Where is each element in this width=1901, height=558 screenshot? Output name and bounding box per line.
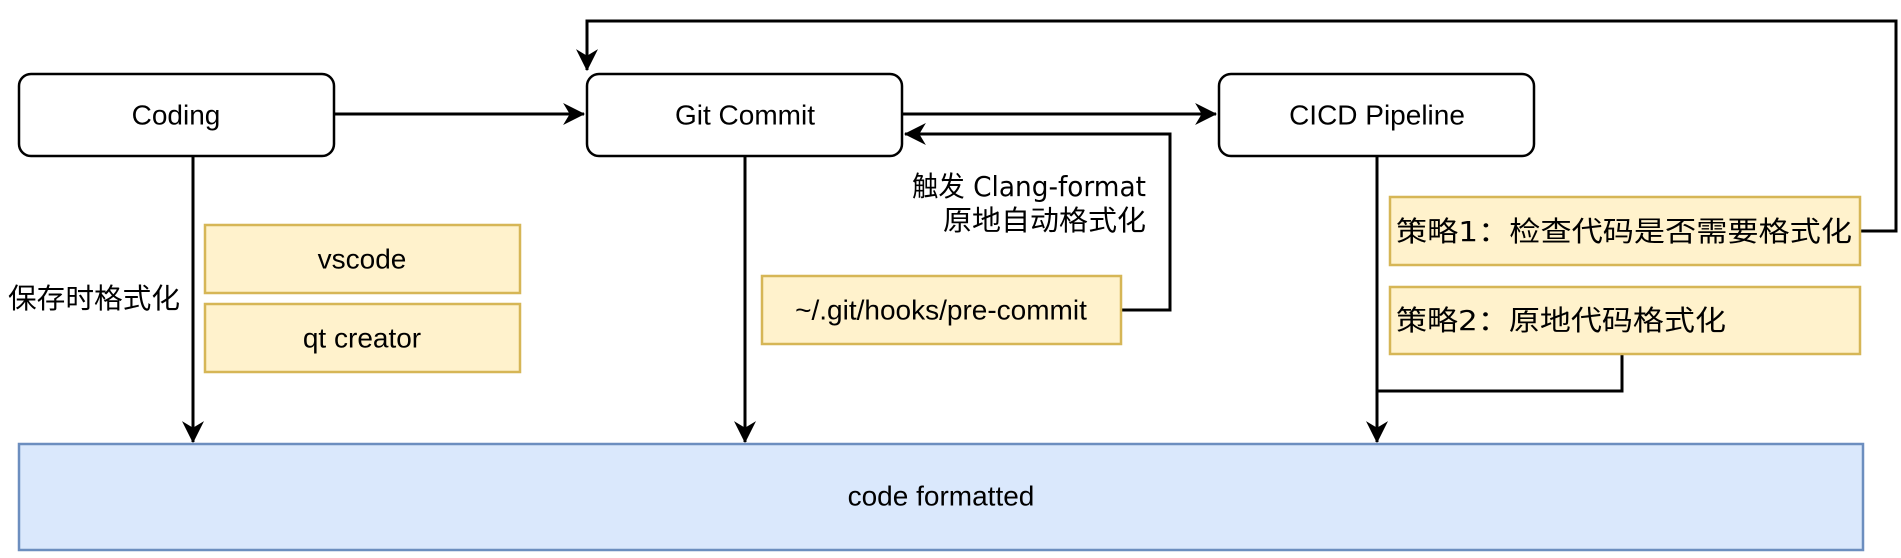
node-cicd-pipeline: CICD Pipeline	[1217, 72, 1536, 158]
node-coding-label: Coding	[132, 99, 221, 130]
strategy-2-label: 策略2：原地代码格式化	[1396, 304, 1726, 337]
label-trigger-line1: 触发 Clang-format	[912, 170, 1146, 203]
tool-pre-commit-hook-label: ~/.git/hooks/pre-commit	[795, 294, 1087, 325]
tool-pre-commit-hook: ~/.git/hooks/pre-commit	[760, 274, 1123, 346]
tool-qt-creator: qt creator	[203, 302, 522, 374]
label-trigger-line2: 原地自动格式化	[943, 204, 1146, 237]
node-git-commit-label: Git Commit	[675, 99, 815, 130]
edge-strategy2-to-output-line	[1377, 354, 1624, 393]
label-save-format: 保存时格式化	[8, 282, 180, 315]
edge-hook-to-git-commit	[903, 123, 1172, 312]
strategy-2: 策略2：原地代码格式化	[1388, 285, 1862, 356]
node-coding: Coding	[17, 72, 336, 158]
tool-qt-creator-label: qt creator	[303, 322, 421, 353]
tool-vscode-label: vscode	[318, 243, 407, 274]
node-git-commit: Git Commit	[585, 72, 904, 158]
node-code-formatted-label: code formatted	[848, 480, 1035, 511]
strategy-1-label: 策略1：检查代码是否需要格式化	[1396, 215, 1852, 248]
node-cicd-pipeline-label: CICD Pipeline	[1289, 99, 1465, 130]
edge-strategy1-to-git-commit	[576, 19, 1898, 233]
strategy-1: 策略1：检查代码是否需要格式化	[1388, 195, 1862, 267]
tool-vscode: vscode	[203, 223, 522, 295]
node-code-formatted: code formatted	[17, 442, 1865, 552]
